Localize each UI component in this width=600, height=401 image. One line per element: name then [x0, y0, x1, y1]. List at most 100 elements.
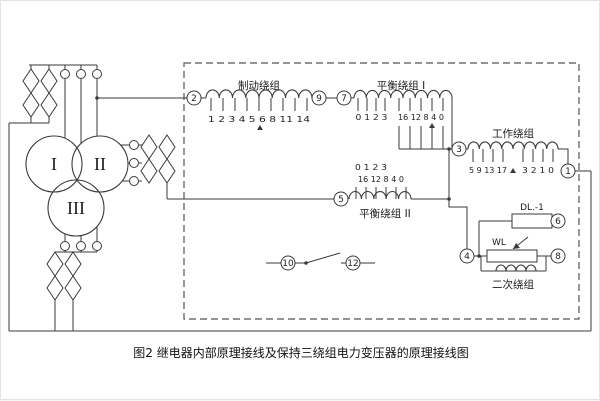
balance1-tap-comb — [398, 98, 453, 150]
transformer-winding3-circle — [47, 179, 105, 237]
terminal-3: 3 — [451, 141, 467, 157]
ct-top-zigzag — [22, 68, 58, 118]
terminal-10-circle — [280, 255, 296, 271]
working-tap-numbers-right: 3 2 1 0 — [522, 166, 554, 175]
output-element-block: DL.-1 WL 二次绕组 — [474, 203, 553, 291]
terminal-12: 12 — [345, 255, 361, 271]
terminal-9-number: 9 — [316, 94, 322, 104]
terminal-5-circle — [333, 191, 349, 207]
contact-switch-blade — [305, 252, 341, 264]
transformer-windings: I II III — [25, 135, 129, 237]
terminal-8: 8 — [550, 248, 566, 264]
terminal-2-circle — [186, 90, 202, 106]
terminal-9: 9 — [311, 90, 327, 106]
secondary-winding-label: 二次绕组 — [492, 278, 534, 291]
balance1-winding-label: 平衡绕组 I — [377, 79, 425, 92]
transformer-winding3-label: III — [67, 198, 85, 218]
terminal-7-circle — [336, 90, 352, 106]
terminal-3-circle — [451, 141, 467, 157]
terminal-12-number: 12 — [347, 259, 358, 269]
ct-top-bushing-icon — [92, 69, 102, 79]
balance2-winding-label: 平衡绕组 II — [359, 207, 411, 220]
junction-dot — [447, 197, 451, 201]
ct-right-bushing-icon — [129, 176, 139, 186]
terminal-7: 7 — [336, 90, 352, 106]
working-winding-coil — [467, 141, 559, 150]
transformer-winding1-label: I — [51, 154, 57, 174]
terminal-4-number: 4 — [464, 252, 470, 262]
balance1-winding-taps — [351, 97, 444, 111]
relay-boundary-box — [183, 62, 580, 320]
braking-tap-numbers: 1 2 3 4 5 6 8 11 14 — [208, 115, 310, 124]
terminal-4: 4 — [459, 248, 475, 264]
dl-relay-label: DL.-1 — [520, 203, 544, 213]
terminal-8-circle — [550, 248, 566, 264]
terminal-10-number: 10 — [282, 259, 294, 269]
braking-winding-label: 制动绕组 — [238, 79, 280, 92]
wire-right-ct-to-terminal5 — [166, 183, 334, 200]
wl-resistor — [486, 249, 538, 263]
wire-bottom-ct-to-bus — [54, 300, 74, 331]
contact-switch — [266, 252, 375, 265]
secondary-winding-coil — [495, 264, 537, 272]
balance1-tap-marker — [429, 123, 435, 128]
ct-bottom-zigzag — [46, 251, 82, 301]
braking-winding: 制动绕组 1 2 3 4 5 6 8 11 14 — [201, 79, 313, 130]
junction-dot — [447, 147, 451, 151]
balance-winding-1: 平衡绕组 I 0 1 2 3 16 12 8 4 0 — [351, 79, 453, 150]
terminal-5: 5 — [333, 191, 349, 207]
dl-relay-coil — [511, 213, 553, 229]
junction-dot — [304, 261, 308, 265]
ct-bottom-links — [55, 227, 98, 253]
balance2-tap-numbers-right: 16 12 8 4 0 — [358, 175, 404, 184]
working-tap-numbers-left: 5 9 13 17 — [469, 166, 507, 175]
working-winding-label: 工作绕组 — [492, 127, 534, 140]
wire-left-outer — [8, 117, 592, 332]
balance2-tap-numbers-left: 0 1 2 3 — [355, 163, 387, 172]
terminal-10: 10 — [280, 255, 296, 271]
balance2-winding-taps — [355, 187, 407, 199]
wl-resistor-label: WL — [492, 238, 506, 248]
terminal-7-number: 7 — [341, 94, 347, 104]
terminal-5-number: 5 — [338, 195, 344, 205]
working-tap-marker — [510, 168, 516, 173]
ct-right-zigzag — [140, 134, 176, 184]
transformer-winding2-label: II — [94, 154, 106, 174]
balance2-winding-coil — [348, 191, 412, 200]
ct-right-links — [121, 144, 142, 182]
terminal-4-circle — [459, 248, 475, 264]
terminal-1: 1 — [560, 163, 576, 179]
terminal-9-circle — [311, 90, 327, 106]
balance1-tap-numbers-right: 16 12 8 4 0 — [398, 113, 444, 122]
outer-wiring — [8, 96, 592, 332]
balance2-riser — [411, 149, 468, 249]
terminal-6: 6 — [550, 213, 566, 229]
figure-caption: 图2 继电器内部原理接线及保持三绕组电力变压器的原理接线图 — [133, 345, 468, 360]
wl-wiper-arrowhead-icon — [513, 243, 520, 249]
braking-winding-taps — [201, 97, 308, 111]
terminal-8-number: 8 — [555, 252, 561, 262]
ct-bottom-bushing-icon — [60, 241, 70, 251]
ct-top-links — [29, 64, 98, 143]
braking-tap-marker — [257, 125, 263, 130]
junction-dot — [477, 254, 481, 258]
ct-bottom-bushing-icon — [76, 241, 86, 251]
ct-bottom-bushing-icon — [92, 241, 102, 251]
balance-winding-2: 0 1 2 3 16 12 8 4 0 平衡绕组 II — [348, 147, 468, 249]
ct-right-bushing-icon — [129, 158, 139, 168]
ct-group-top — [22, 64, 102, 143]
terminal-12-circle — [345, 255, 361, 271]
balance1-winding-coil — [353, 89, 453, 99]
terminal-1-number: 1 — [565, 167, 571, 177]
terminal-6-number: 6 — [555, 217, 561, 227]
working-winding: 工作绕组 5 9 13 17 3 2 1 0 — [466, 127, 569, 175]
terminal-2: 2 — [186, 90, 202, 106]
terminals: 2 9 7 3 1 5 10 12 — [186, 90, 576, 271]
ct-group-right — [121, 134, 176, 186]
terminal-1-circle — [560, 163, 576, 179]
ct-group-bottom — [46, 227, 102, 301]
working-winding-taps — [466, 148, 569, 164]
ct-right-bushing-icon — [129, 140, 139, 150]
